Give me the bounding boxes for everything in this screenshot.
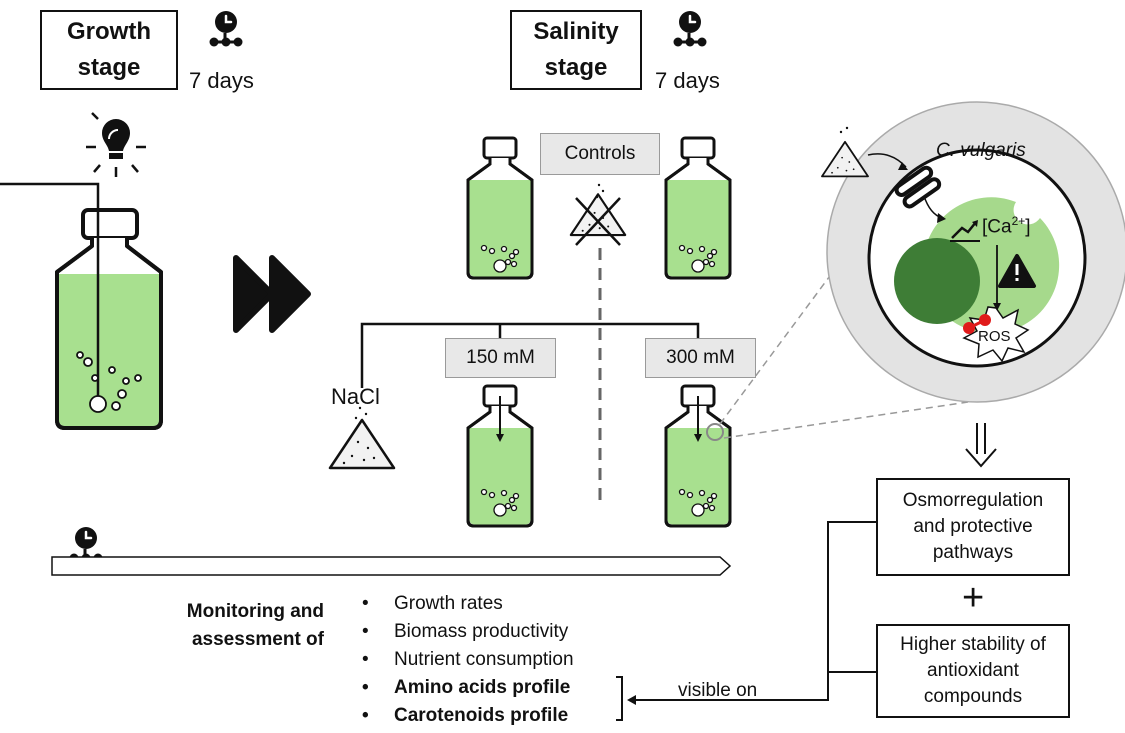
no-salt-icon — [569, 183, 627, 246]
salinity-stage-line2: stage — [544, 54, 608, 81]
calcium-prefix: [Ca — [982, 216, 1012, 238]
monitoring-heading-line2: assessment of — [191, 629, 324, 650]
organism-label: C. vulgaris — [936, 140, 1026, 161]
warning-icon — [998, 254, 1036, 288]
distribution-line — [360, 322, 700, 388]
antioxidant-line3: compounds — [923, 686, 1023, 707]
antioxidant-line1: Higher stability of — [900, 634, 1046, 655]
growth-stage-box: Growth stage — [40, 10, 178, 90]
antioxidant-line2: antioxidant — [927, 660, 1019, 681]
trend-up-icon — [950, 220, 980, 242]
timer-icon — [672, 9, 708, 48]
calcium-label: [Ca2+] — [982, 214, 1031, 238]
salinity-duration: 7 days — [655, 68, 720, 93]
concentration-150-label: 150 mM — [445, 338, 556, 378]
plus-sign: + — [962, 577, 985, 619]
monitoring-item: Carotenoids profile — [358, 702, 574, 730]
monitoring-item: Biomass productivity — [358, 618, 574, 646]
control-bottle-right — [664, 136, 732, 280]
nacl-label: NaCl — [331, 384, 380, 409]
osmoregulation-line2: and protective — [913, 516, 1033, 537]
timeline-arrow — [51, 556, 732, 576]
antioxidant-box: Higher stability of antioxidant compound… — [876, 624, 1070, 718]
osmoregulation-line3: pathways — [932, 542, 1014, 563]
monitoring-item: Amino acids profile — [358, 674, 574, 702]
growth-bioreactor-bottle — [0, 182, 163, 430]
osmoregulation-box: Osmorregulation and protective pathways — [876, 478, 1070, 576]
light-bulb-icon — [86, 112, 146, 177]
calcium-charge: 2+ — [1011, 214, 1026, 228]
timer-icon — [208, 9, 244, 48]
concentration-300-label: 300 mM — [645, 338, 756, 378]
growth-stage-line1: Growth — [67, 18, 151, 45]
control-bottle-left — [466, 136, 534, 280]
monitoring-item: Nutrient consumption — [358, 646, 574, 674]
treated-bottle-150mm — [466, 384, 534, 528]
double-down-arrow-icon — [965, 423, 997, 468]
monitoring-heading-line1: Monitoring and — [186, 601, 324, 622]
nacl-powder-icon — [328, 406, 396, 470]
monitoring-heading: Monitoring and assessment of — [164, 598, 324, 654]
fast-forward-icon — [233, 255, 311, 333]
salinity-stage-line1: Salinity — [533, 18, 619, 45]
salinity-stage-box: Salinity stage — [510, 10, 642, 90]
growth-duration: 7 days — [189, 68, 254, 93]
monitoring-item: Growth rates — [358, 590, 574, 618]
controls-label: Controls — [540, 133, 660, 175]
treated-bottle-300mm — [664, 384, 732, 528]
growth-stage-line2: stage — [77, 54, 141, 81]
osmoregulation-line1: Osmorregulation — [902, 490, 1044, 511]
visible-on-label: visible on — [678, 680, 758, 701]
c-vulgaris-cell — [821, 101, 1125, 403]
salt-icon — [821, 126, 869, 178]
monitoring-list: Growth rates Biomass productivity Nutrie… — [358, 590, 574, 730]
calcium-suffix: ] — [1025, 216, 1031, 238]
ros-label: ROS — [978, 328, 1011, 345]
nucleus — [894, 238, 980, 324]
